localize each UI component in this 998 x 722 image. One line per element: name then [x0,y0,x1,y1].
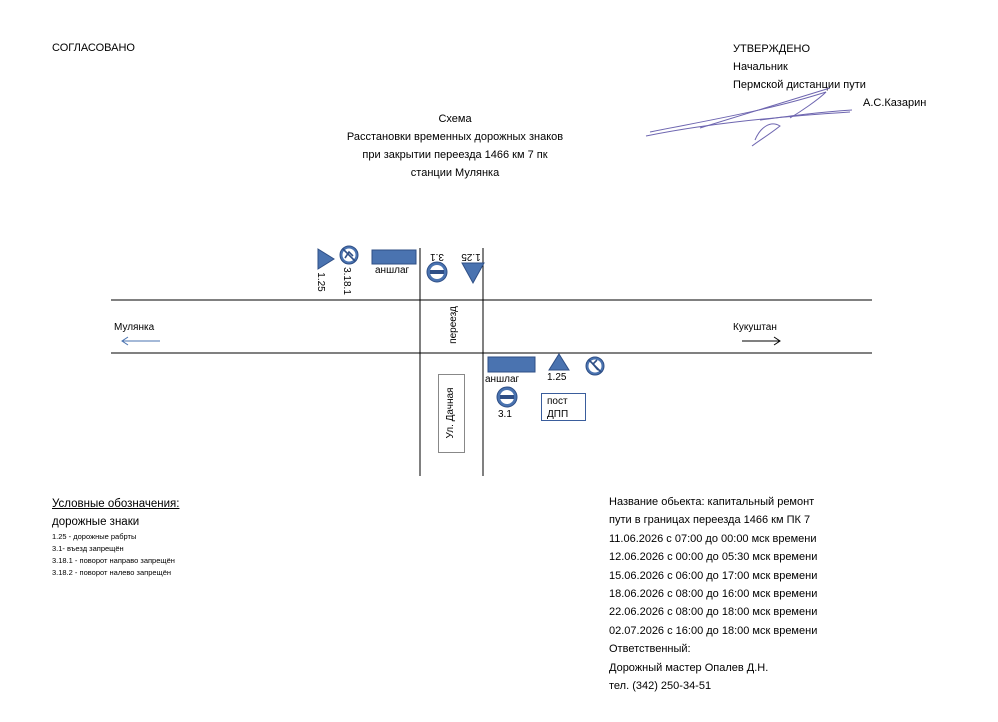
legend-heading: Условные обозначения: [52,498,180,510]
no-right-turn-sign-icon [339,245,359,265]
post-box: пост ДПП [541,393,586,421]
approval-block: УТВЕРЖДЕНО Начальник Пермской дистанции … [733,40,926,112]
legend-item: 3.1- въезд запрещён [52,544,124,553]
info-line: Название обьекта: капитальный ремонт [609,496,815,508]
direction-right-label: Кукуштан [733,322,777,333]
sign-label-31-top: 3.1 [430,251,444,262]
roadwork-sign-icon [317,248,335,270]
post-label-1: пост [547,396,568,407]
sign-label-31-bottom: 3.1 [498,409,512,420]
signature [645,87,853,147]
arrow-right-icon [742,336,781,346]
sign-label-125-top-right: 1.25 [461,251,481,262]
info-line: 11.06.2026 с 07:00 до 00:00 мск времени [609,532,817,545]
legend-item: 1.25 - дорожные рабрты [52,532,137,541]
info-line: Ответственный: [609,643,691,656]
info-line: 18.06.2026 с 08:00 до 16:00 мск времени [609,588,818,601]
approved-label: УТВЕРЖДЕНО [733,43,811,55]
sign-label-125-top: 1.25 [315,272,326,292]
roadwork-sign-top-icon [461,262,485,285]
legend-item: 3.18.2 - поворот налево запрещён [52,568,172,577]
scheme-title: Схема Расстановки временных дорожных зна… [300,110,610,182]
agreed-label: СОГЛАСОВАНО [52,42,135,54]
approver-org: Пермской дистанции пути [733,79,866,91]
title-line-3: при закрытии переезда 1466 км 7 пк [362,149,548,161]
legend-item: 3.18.1 - поворот направо запрещён [52,556,175,565]
barrier-sign-top [371,249,417,265]
no-entry-sign-top-icon [426,261,448,283]
title-line-1: Схема [438,113,472,125]
approver-position: Начальник [733,61,788,73]
crossing-label: переезд [448,306,459,344]
barrier-label-bottom: аншлаг [485,374,520,385]
approver-name: А.С.Казарин [863,97,927,109]
no-entry-sign-bottom-icon [496,386,518,408]
legend: Условные обозначения: дорожные знаки 1.2… [52,496,179,579]
title-line-2: Расстановки временных дорожных знаков [346,131,564,143]
arrow-left-icon [121,336,160,346]
street-box [438,374,465,453]
barrier-label-top: аншлаг [375,265,410,276]
info-line: 15.06.2026 с 06:00 до 17:00 мск времени [609,569,818,582]
info-line: тел. (342) 250-34-51 [609,680,712,693]
direction-left-label: Мулянка [114,322,155,333]
info-line: пути в границах переезда 1466 км ПК 7 [609,514,811,527]
sign-label-125-bottom: 1.25 [547,372,567,383]
title-line-4: станции Мулянка [410,167,500,179]
info-line: 22.06.2026 с 08:00 до 18:00 мск времени [609,606,818,619]
roadwork-sign-bottom-icon [548,353,570,371]
no-left-turn-sign-icon [585,356,605,376]
work-info: Название обьекта: капитальный ремонт пут… [609,493,817,695]
info-line: 12.06.2026 с 00:00 до 05:30 мск времени [609,551,818,564]
legend-subheading: дорожные знаки [52,516,140,528]
barrier-sign-bottom [487,356,536,373]
post-label-2: ДПП [547,409,569,420]
info-line: 02.07.2026 с 16:00 до 18:00 мск времени [609,624,818,637]
info-line: Дорожный мастер Опалев Д.Н. [609,661,769,674]
street-label: Ул. Дачная [445,387,456,439]
sign-label-3181: 3.18.1 [341,267,352,295]
